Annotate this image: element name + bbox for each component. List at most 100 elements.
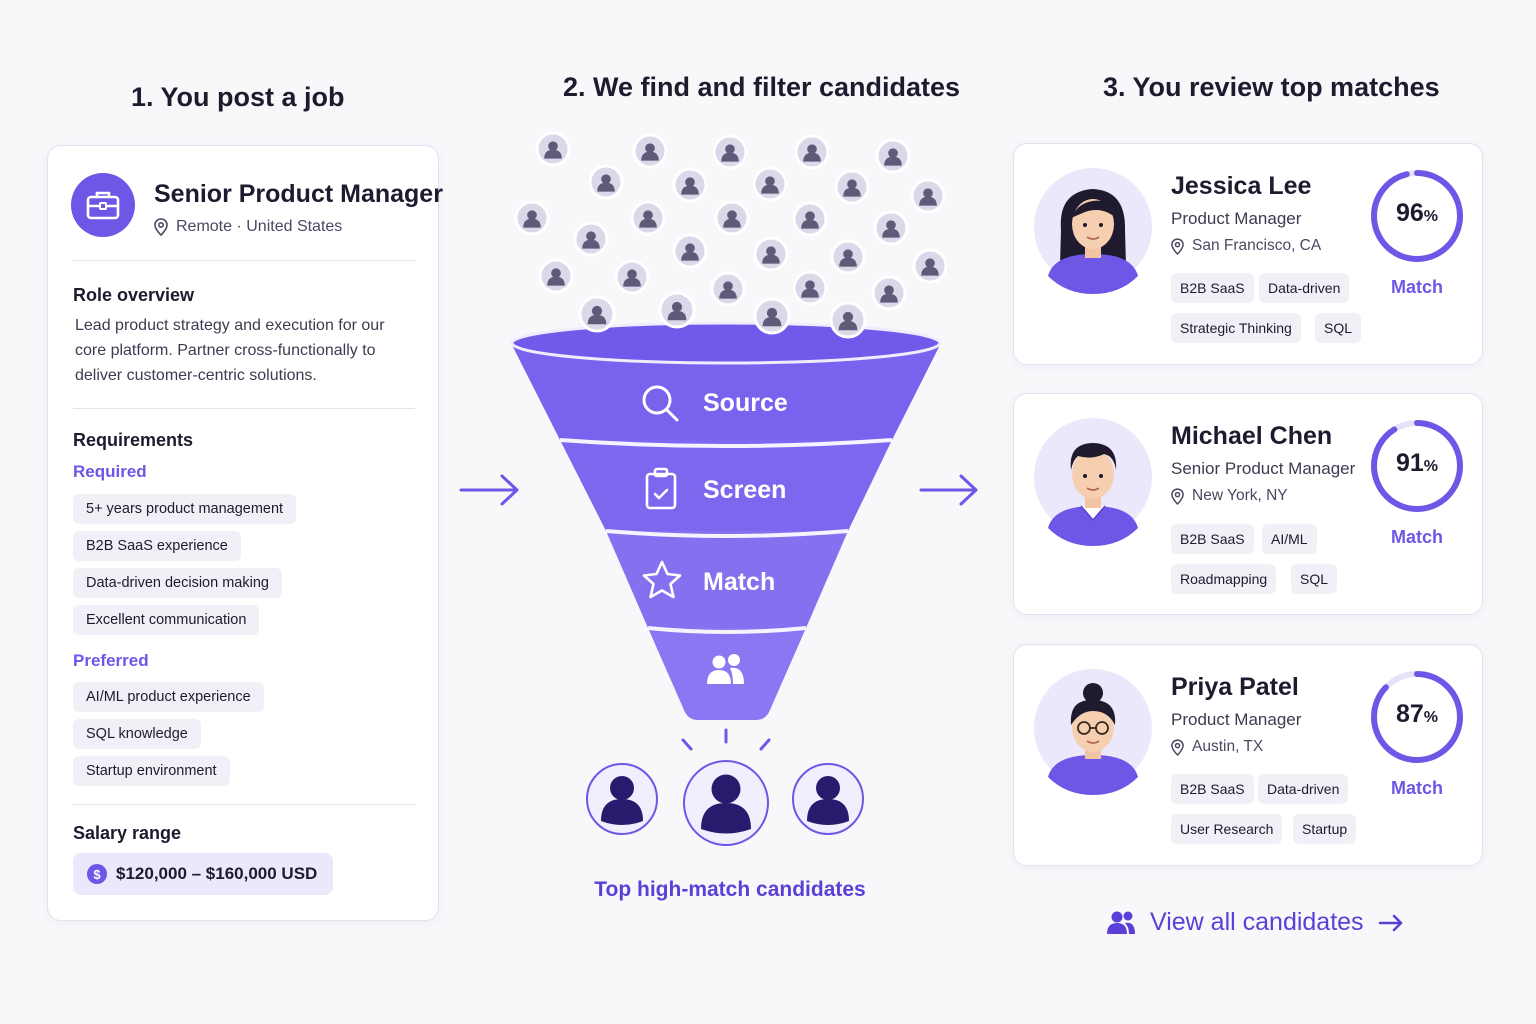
skill-chip: Startup <box>1293 814 1357 844</box>
briefcase-icon <box>71 173 135 237</box>
candidate-card[interactable]: Priya Patel Product Manager Austin, TX B… <box>1013 644 1483 866</box>
candidate-location: Austin, TX <box>1171 738 1263 756</box>
rim-candidates <box>578 291 867 339</box>
divider <box>73 260 415 261</box>
candidate-dot <box>834 169 870 205</box>
candidate-dot <box>753 297 791 335</box>
location-pin-icon <box>1171 738 1184 756</box>
clipboard-check-icon <box>645 467 677 510</box>
candidate-dot <box>875 138 911 174</box>
salary-badge: $ $120,000 – $160,000 USD <box>73 853 334 895</box>
required-chip: B2B SaaS experience <box>73 531 241 561</box>
search-icon <box>642 385 679 422</box>
location-pin-icon <box>154 218 168 236</box>
stage-label-screen: Screen <box>703 476 787 504</box>
view-all-candidates-link[interactable]: View all candidates <box>1106 908 1404 937</box>
output-candidate <box>683 760 769 846</box>
match-label: Match <box>1390 277 1443 297</box>
candidate-pool <box>514 131 948 311</box>
stage-label-source: Source <box>703 389 788 417</box>
candidate-dot <box>672 233 708 269</box>
match-percent: 96% <box>1395 199 1439 227</box>
candidate-dot <box>792 270 828 306</box>
candidate-dot <box>910 178 946 214</box>
preferred-chip: AI/ML product experience <box>73 682 264 712</box>
job-title: Senior Product Manager <box>154 180 443 208</box>
candidate-location: New York, NY <box>1171 487 1288 505</box>
step-2-title: 2. We find and filter candidates <box>563 72 961 102</box>
skill-chip: SQL <box>1315 313 1362 343</box>
job-location: Remote · United States <box>154 218 342 236</box>
skill-chip: B2B SaaS <box>1171 524 1254 554</box>
candidate-location-text: Austin, TX <box>1192 738 1264 755</box>
required-chip: 5+ years product management <box>73 494 297 524</box>
match-ring <box>1371 671 1463 763</box>
funnel-stage-screen <box>560 440 892 531</box>
skill-chip: Data-driven <box>1259 273 1350 303</box>
candidate-dot <box>871 275 907 311</box>
candidate-dot <box>829 301 867 339</box>
funnel-rim <box>510 321 942 365</box>
match-label: Match <box>1390 527 1443 547</box>
skill-chip: User Research <box>1171 814 1283 844</box>
candidate-location-text: New York, NY <box>1192 487 1288 504</box>
requirements-title: Requirements <box>73 430 194 450</box>
arrow-right-icon <box>459 474 519 506</box>
candidate-dot <box>710 271 746 307</box>
skill-chip: B2B SaaS <box>1171 273 1254 303</box>
avatar <box>1034 416 1152 546</box>
candidate-dot <box>912 248 948 284</box>
skill-chip: Strategic Thinking <box>1171 313 1301 343</box>
salary-value: $120,000 – $160,000 USD <box>116 864 318 883</box>
candidate-dot <box>752 166 788 202</box>
candidate-dot <box>632 133 668 169</box>
candidate-dot <box>630 200 666 236</box>
candidate-dot <box>573 221 609 257</box>
users-icon <box>1107 911 1135 934</box>
output-candidate <box>586 763 658 835</box>
arrow-right-icon <box>1378 914 1402 931</box>
funnel-stage-source <box>512 345 940 440</box>
preferred-label: Preferred <box>73 651 149 670</box>
required-chip: Excellent communication <box>73 605 260 635</box>
candidate-card[interactable]: Michael Chen Senior Product Manager New … <box>1013 393 1483 615</box>
candidate-dot <box>794 134 830 170</box>
candidate-dot <box>578 295 616 333</box>
candidate-name: Priya Patel <box>1171 673 1299 701</box>
candidate-dot <box>753 236 789 272</box>
skill-chip: AI/ML <box>1262 524 1317 554</box>
view-all-label: View all candidates <box>1150 908 1364 936</box>
candidate-dot <box>830 239 866 275</box>
stage-label-match: Match <box>703 568 776 596</box>
candidate-location: San Francisco, CA <box>1171 237 1321 255</box>
candidate-role: Product Manager <box>1171 209 1302 228</box>
location-pin-icon <box>1171 237 1184 255</box>
output-candidate <box>792 763 864 835</box>
required-label: Required <box>73 462 147 481</box>
candidate-location-text: San Francisco, CA <box>1192 237 1322 254</box>
candidate-dot <box>714 200 750 236</box>
candidate-name: Jessica Lee <box>1171 172 1312 200</box>
candidate-dot <box>514 200 550 236</box>
role-overview-text: Lead product strategy and execution for … <box>75 317 385 384</box>
arrow-right-icon <box>919 474 978 506</box>
location-pin-icon <box>1171 487 1184 505</box>
match-ring <box>1371 170 1463 262</box>
funnel <box>510 321 942 720</box>
match-ring <box>1371 420 1463 512</box>
candidate-name: Michael Chen <box>1171 422 1333 450</box>
role-overview-title: Role overview <box>73 285 195 305</box>
match-label: Match <box>1390 778 1443 798</box>
sparkle-icon <box>681 728 771 751</box>
match-percent: 87% <box>1395 700 1439 728</box>
divider <box>73 804 415 805</box>
preferred-chip: Startup environment <box>73 756 230 786</box>
step-1-title: 1. You post a job <box>131 82 345 112</box>
candidate-role: Senior Product Manager <box>1171 459 1356 478</box>
required-chip: Data-driven decision making <box>73 568 282 598</box>
star-icon <box>642 560 682 599</box>
candidate-dot <box>538 258 574 294</box>
users-icon <box>707 654 744 684</box>
candidate-card[interactable]: Jessica Lee Product Manager San Francisc… <box>1013 143 1483 365</box>
